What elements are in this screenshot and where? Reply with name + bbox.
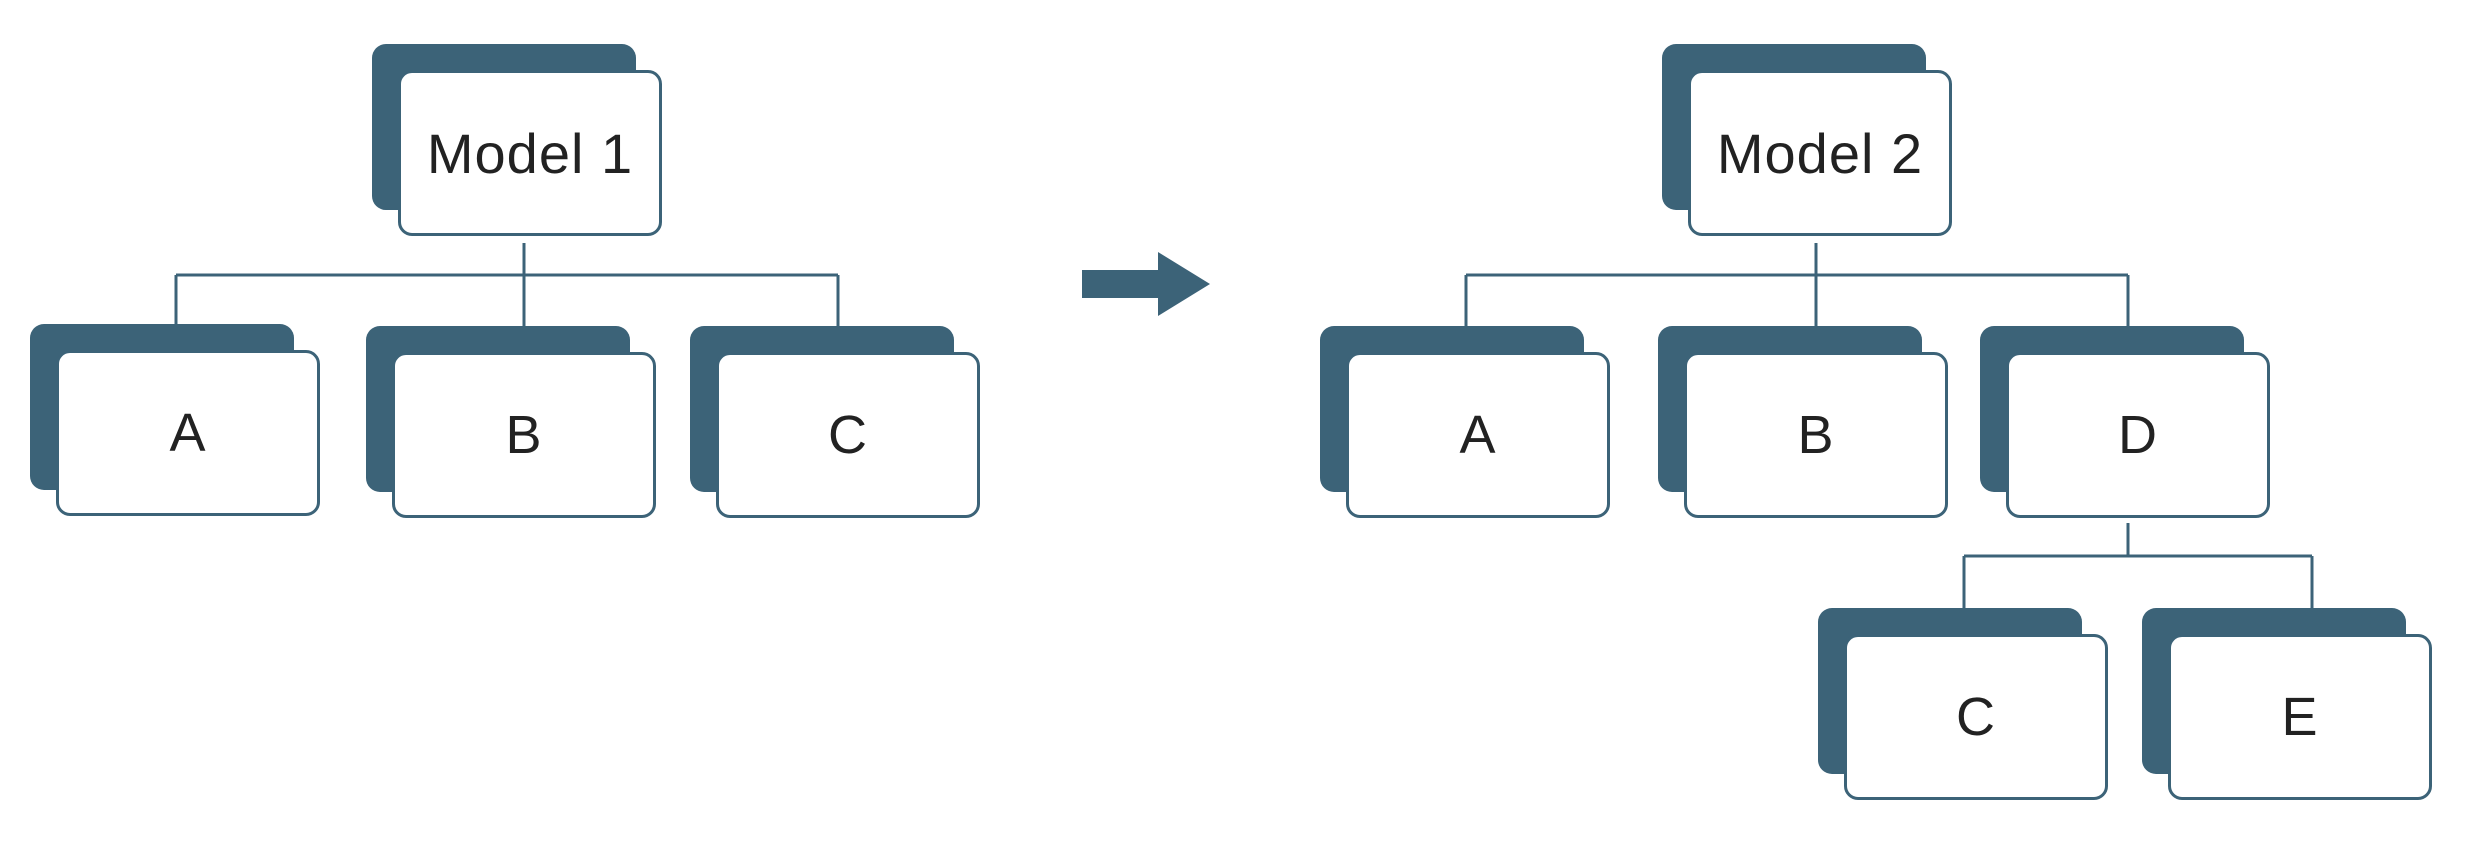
model-1-label: Model 1	[426, 121, 634, 185]
node-a-label: A	[1459, 405, 1497, 465]
node-box: D	[2006, 352, 2270, 518]
node-box: A	[56, 350, 320, 516]
model-1-node-c: C	[690, 326, 980, 518]
model-2-node-a: A	[1320, 326, 1610, 518]
model-2-node-c: C	[1818, 608, 2108, 800]
node-d-label: D	[2118, 405, 2158, 465]
model-2-label: Model 2	[1716, 121, 1924, 185]
right-arrow-icon	[1082, 252, 1210, 316]
node-b-label: B	[505, 405, 543, 465]
model-2-node-d: D	[1980, 326, 2270, 518]
node-box: Model 2	[1688, 70, 1952, 236]
model-1-node-a: A	[30, 324, 320, 516]
node-box: B	[392, 352, 656, 518]
node-box: E	[2168, 634, 2432, 800]
node-a-label: A	[169, 403, 207, 463]
model-1-node: Model 1	[372, 44, 662, 236]
node-e-label: E	[2281, 687, 2319, 747]
node-c-label: C	[1956, 687, 1996, 747]
node-box: A	[1346, 352, 1610, 518]
node-box: B	[1684, 352, 1948, 518]
node-box: C	[716, 352, 980, 518]
model-2-node: Model 2	[1662, 44, 1952, 236]
model-2-node-e: E	[2142, 608, 2432, 800]
node-c-label: C	[828, 405, 868, 465]
model-1-node-b: B	[366, 326, 656, 518]
model-2-node-b: B	[1658, 326, 1948, 518]
node-box: Model 1	[398, 70, 662, 236]
node-b-label: B	[1797, 405, 1835, 465]
node-box: C	[1844, 634, 2108, 800]
